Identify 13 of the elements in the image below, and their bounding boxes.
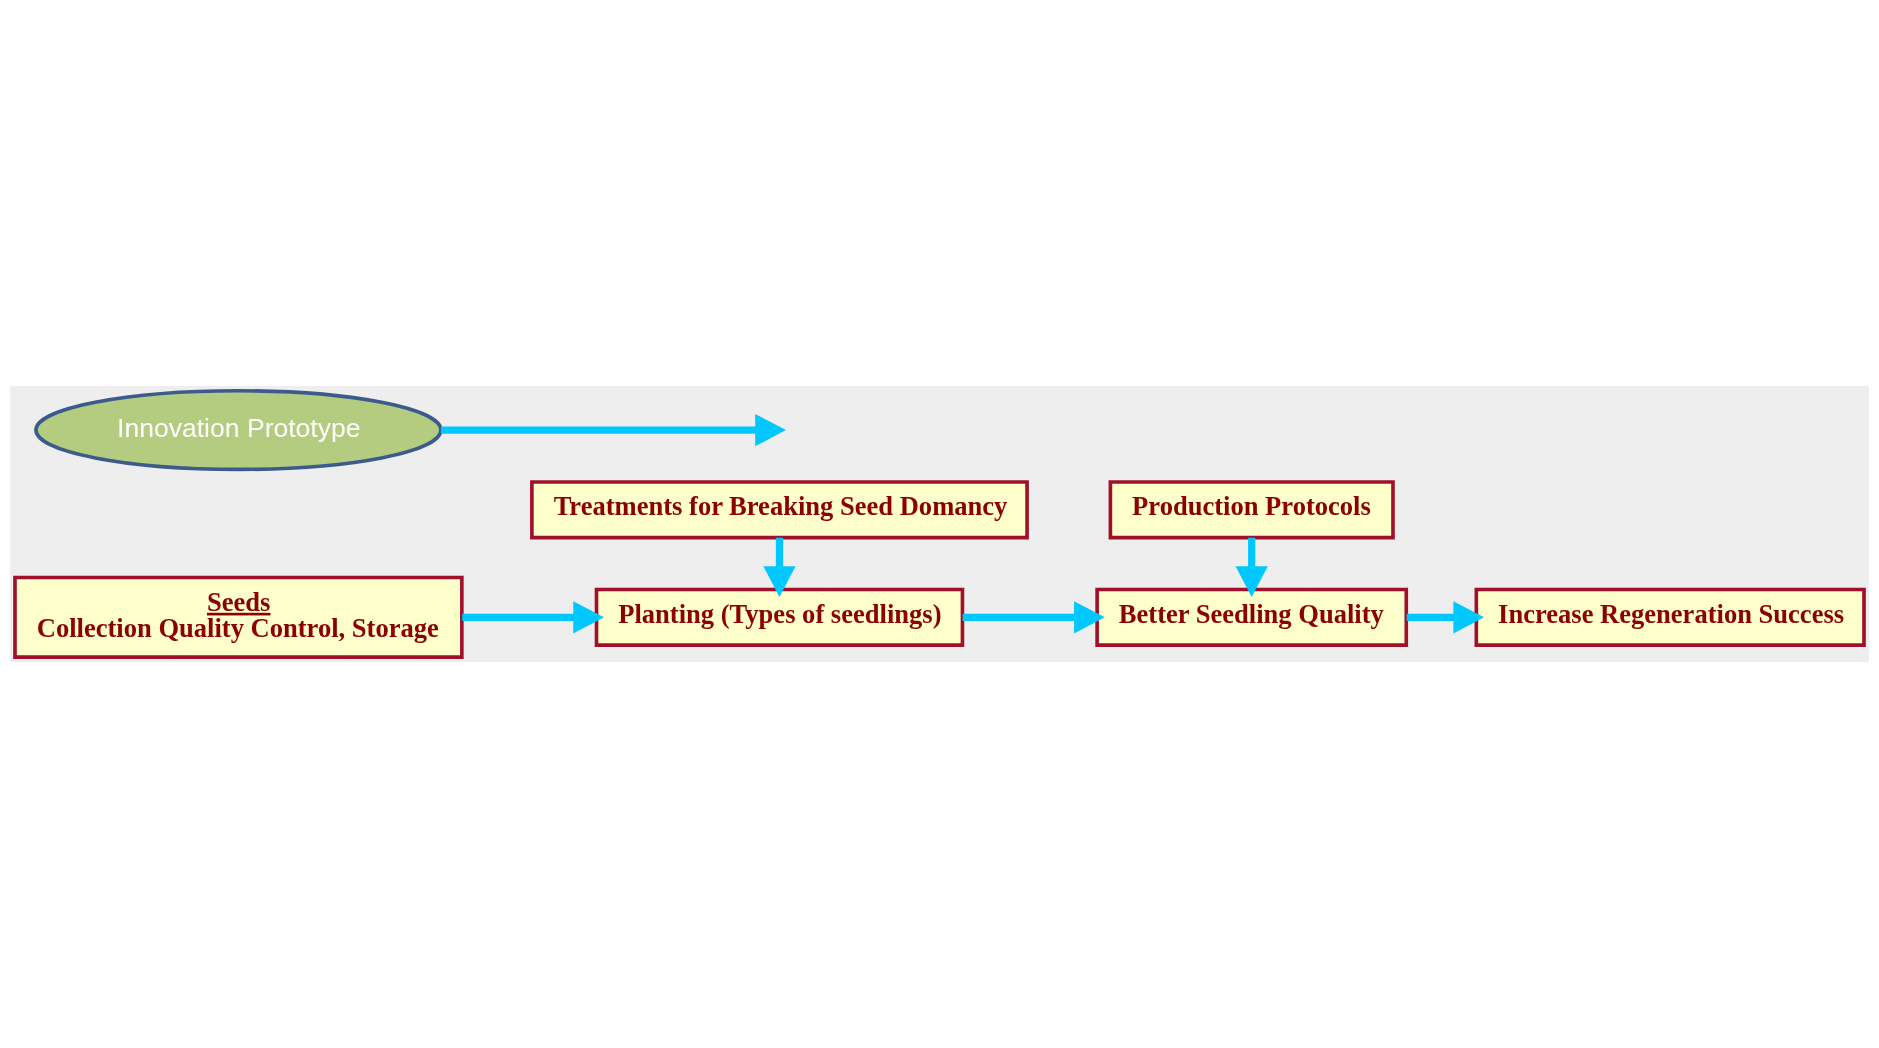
- node-box: Better Seedling Quality: [1095, 587, 1409, 647]
- arrow: [1406, 601, 1485, 634]
- arrow: [462, 601, 604, 634]
- arrow: [440, 413, 786, 447]
- node-ellipse: Innovation Prototype: [34, 389, 443, 472]
- arrow: [763, 537, 796, 597]
- arrow: [1235, 537, 1268, 597]
- node-box: Seeds Collection Quality Control, Storage: [13, 575, 464, 659]
- arrow: [962, 601, 1105, 634]
- node-box: Production Protocols: [1108, 480, 1395, 540]
- node-box: Treatments for Breaking Seed Domancy: [530, 480, 1029, 540]
- node-box: Increase Regeneration Success: [1474, 587, 1866, 647]
- node-box: Planting (Types of seedlings): [594, 587, 965, 647]
